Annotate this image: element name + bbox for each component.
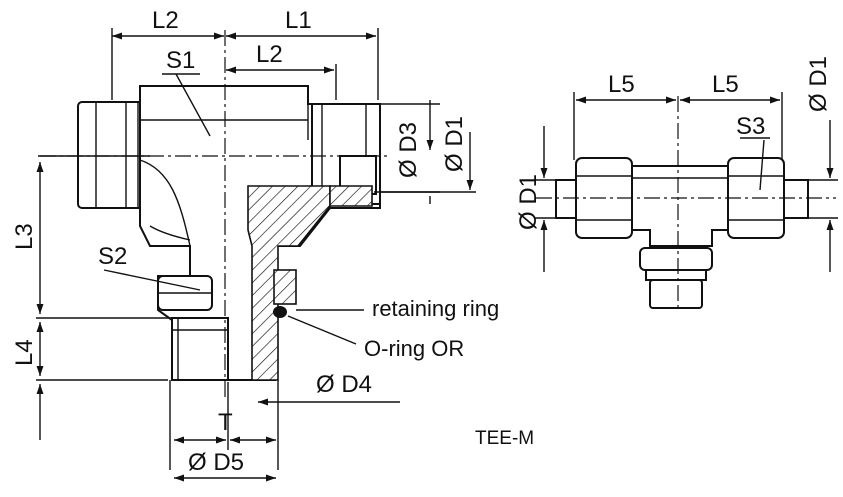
- bottom-thread-stud: [171, 317, 229, 381]
- dim-label-l3: L3: [11, 223, 38, 250]
- left-dimensions: [36, 28, 476, 482]
- left-stub-body: [77, 101, 145, 209]
- dim-label-d4: Ø D4: [316, 371, 372, 398]
- dim-label-d1-side: Ø D1: [515, 174, 542, 230]
- o-ring-part: [273, 306, 287, 318]
- right-dimensions: [534, 92, 838, 272]
- callout-retaining-ring: retaining ring: [372, 296, 499, 321]
- dim-label-t: T: [218, 409, 233, 436]
- dim-label-l5-left: L5: [608, 71, 635, 98]
- dim-label-l1: L1: [285, 7, 312, 34]
- dim-label-d1-top: Ø D1: [805, 56, 832, 112]
- callout-o-ring: O-ring OR: [364, 336, 464, 361]
- tee-fitting-section-view: [77, 85, 381, 381]
- dim-label-l5-right: L5: [712, 71, 739, 98]
- dim-label-l2-mid: L2: [256, 41, 283, 68]
- drawing-title: TEE-M: [475, 428, 534, 449]
- dim-label-s3: S3: [736, 113, 765, 140]
- dim-label-l2-top: L2: [152, 7, 179, 34]
- dim-label-l4: L4: [11, 339, 38, 366]
- retaining-ring-part: [273, 269, 297, 305]
- dim-label-s1: S1: [166, 47, 195, 74]
- dim-label-d5: Ø D5: [188, 449, 244, 476]
- dim-label-s2: S2: [98, 243, 127, 270]
- dim-label-d1-left: Ø D1: [441, 116, 468, 172]
- tee-fitting-front-view: [555, 157, 809, 309]
- dim-label-d3: Ø D3: [395, 122, 422, 178]
